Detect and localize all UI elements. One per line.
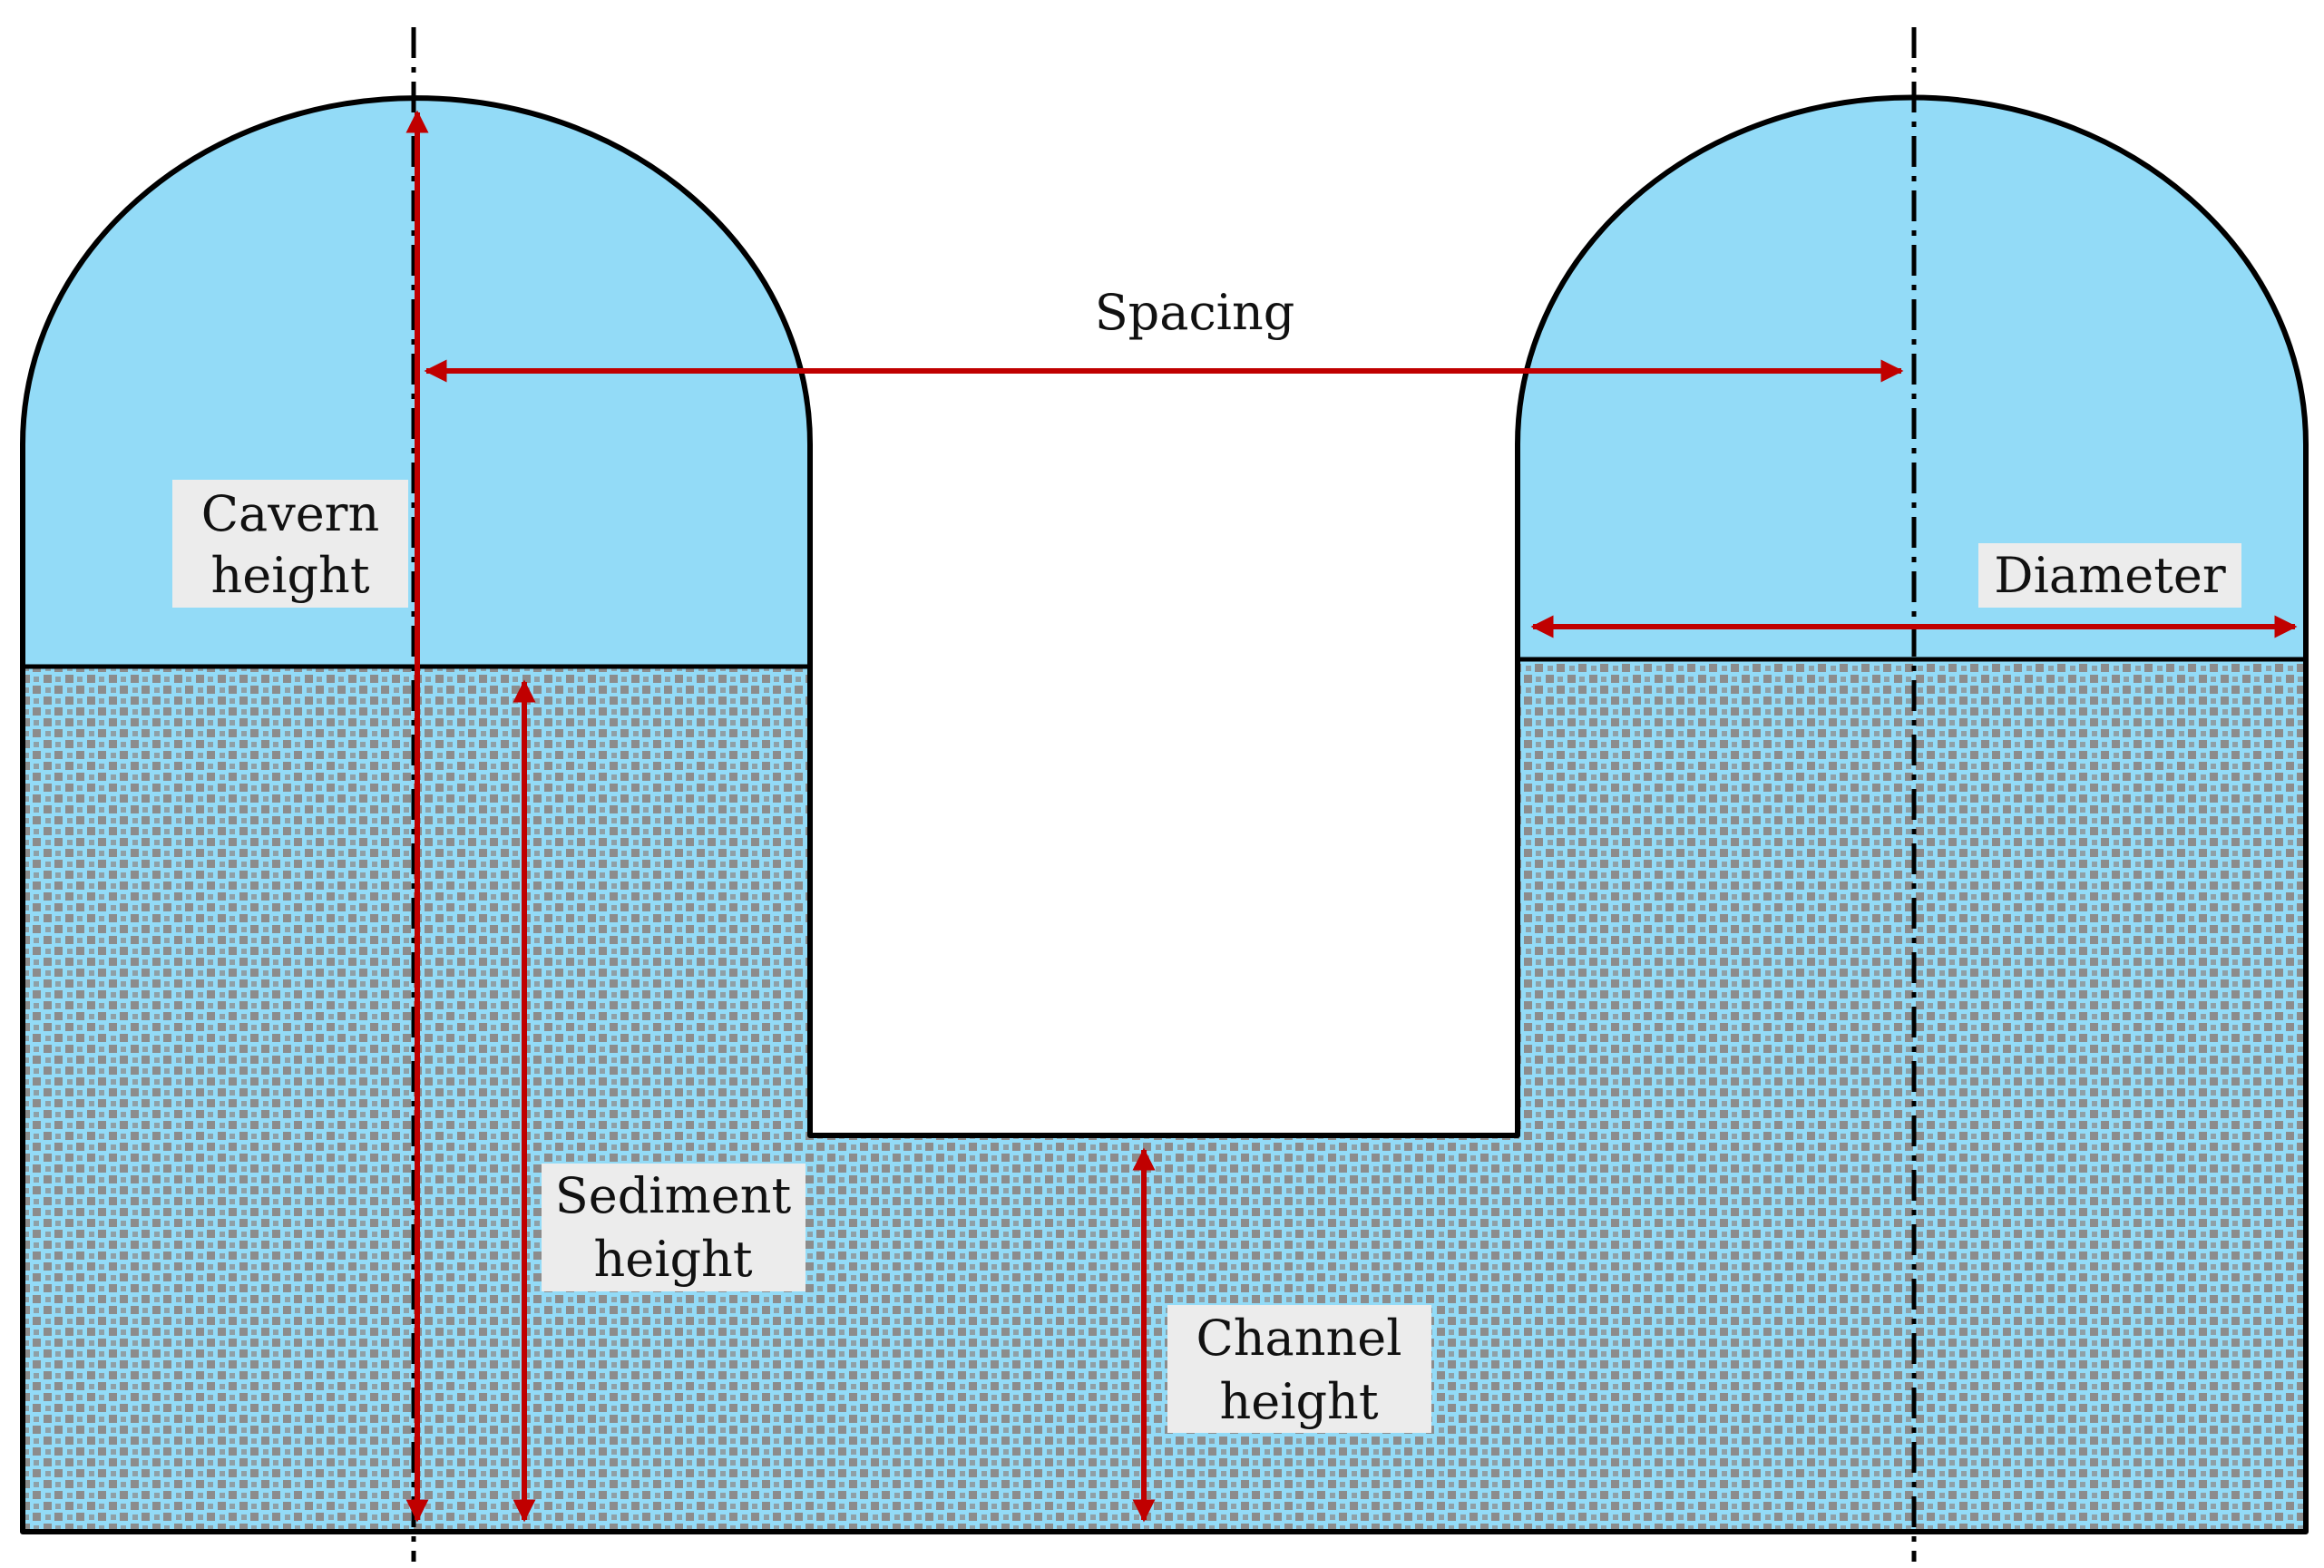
cavern-height-label-line-2: height <box>210 547 369 604</box>
cavern-height-label-box <box>172 480 408 608</box>
channel-height-label: Channel height <box>1167 1305 1431 1433</box>
sediment-height-label-box <box>542 1164 806 1291</box>
sediment-height-label: Sediment height <box>542 1164 806 1291</box>
diameter-label-box <box>1978 543 2241 608</box>
cavern-height-label-line-1: Cavern <box>201 485 380 542</box>
channel-height-label-line-2: height <box>1219 1373 1378 1430</box>
sediment-fill <box>23 659 2306 1532</box>
spacing-label: Spacing <box>1095 284 1295 341</box>
cavern-outline <box>20 94 2309 1534</box>
diameter-label-text: Diameter <box>1994 547 2226 604</box>
channel-height-label-box <box>1167 1305 1431 1433</box>
cavern-height-label: Cavern height <box>172 480 408 608</box>
channel-height-label-line-1: Channel <box>1196 1310 1401 1367</box>
sediment-height-label-line-2: height <box>593 1231 752 1288</box>
diameter-label: Diameter <box>1978 543 2241 608</box>
sediment-height-label-line-1: Sediment <box>555 1167 792 1224</box>
